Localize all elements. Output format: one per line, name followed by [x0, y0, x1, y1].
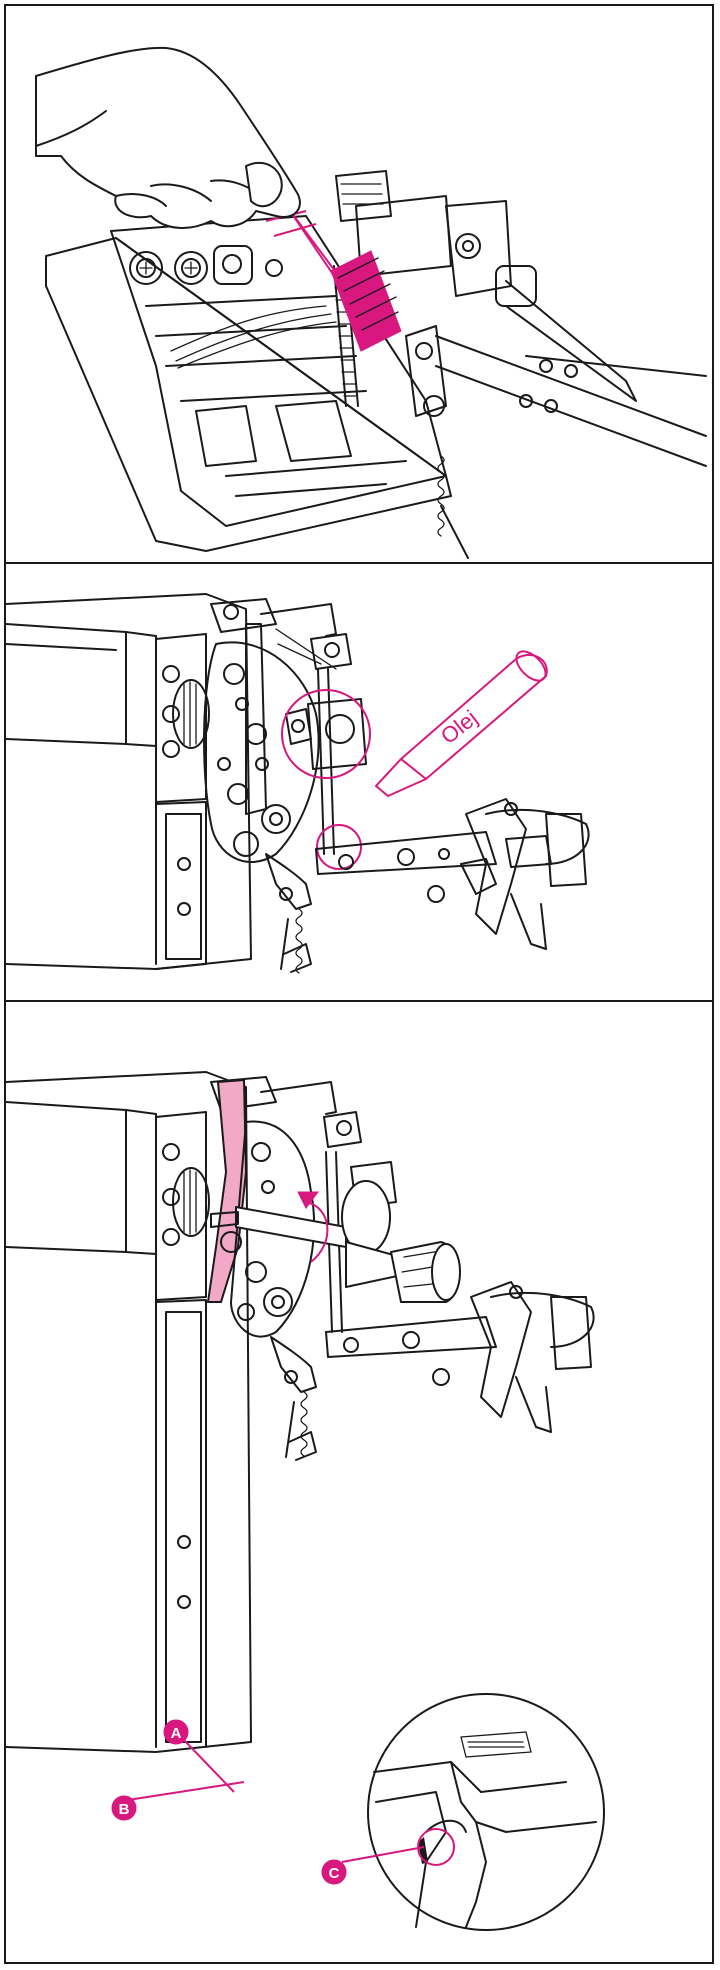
cam-assembly: [230, 1120, 316, 1338]
spring: [300, 1391, 308, 1457]
vertical-rod: [317, 668, 335, 855]
oil-point-lower: [316, 824, 362, 870]
bracket-block: [213, 245, 253, 285]
looper-block: [195, 405, 257, 467]
knob: [172, 679, 210, 749]
oil-bottle-icon: Olej: [374, 650, 548, 798]
marker-a: A: [163, 1719, 189, 1745]
spring: [437, 455, 445, 537]
marker-c-label: C: [329, 1865, 340, 1882]
panel-cleaning: [6, 6, 712, 562]
adjustment-illustration: A B C: [6, 1071, 605, 1931]
presser-foot-assembly: [470, 1281, 532, 1418]
cleaning-illustration: [35, 46, 707, 559]
spring: [295, 908, 303, 974]
panel-oiling: Olej: [6, 564, 712, 1000]
marker-line-b: [127, 1781, 245, 1801]
screw-icon: [129, 251, 163, 285]
figure-frame: [4, 4, 714, 1964]
marker-a-label: A: [171, 1725, 182, 1742]
marker-line-c: [341, 1846, 425, 1863]
presser-arm: [435, 335, 707, 467]
knob: [172, 1167, 210, 1237]
panel-divider: [4, 562, 714, 564]
mechanism-frame: [110, 215, 447, 527]
cam-assembly: [203, 641, 320, 864]
rotation-arrow-icon: [305, 1201, 329, 1263]
marker-c: C: [321, 1859, 347, 1885]
machine-body: [6, 593, 252, 970]
pin: [265, 259, 283, 277]
machine-base-plate: [45, 237, 452, 552]
panel-adjustment: A B C: [6, 1002, 712, 1964]
oil-point-upper: [281, 689, 371, 779]
marker-b-label: B: [119, 1801, 130, 1818]
screwdriver-icon: [210, 1180, 461, 1303]
oil-label: Olej: [436, 705, 482, 749]
looper-block: [275, 400, 352, 462]
machine-body: [6, 1071, 252, 1753]
panel-divider: [4, 1000, 714, 1002]
machine-front-edge: [115, 237, 447, 477]
lower-arm: [315, 831, 497, 875]
tension-block: [335, 170, 392, 222]
detail-inset: [367, 1693, 605, 1931]
oiling-illustration: Olej: [6, 593, 590, 974]
marker-b: B: [111, 1795, 137, 1821]
lower-arm: [325, 1316, 497, 1358]
marker-line-a: [183, 1739, 235, 1793]
screw-icon: [174, 251, 208, 285]
